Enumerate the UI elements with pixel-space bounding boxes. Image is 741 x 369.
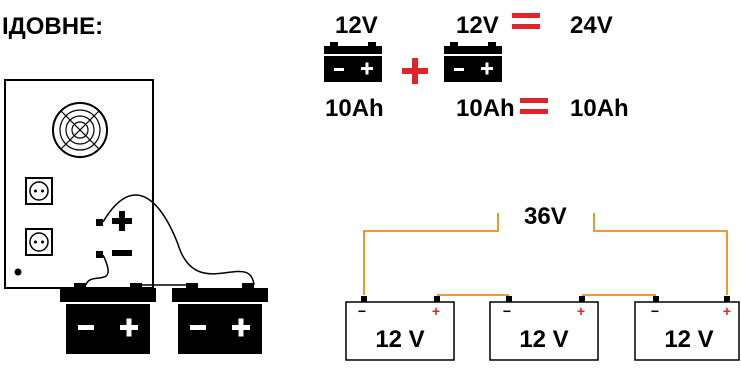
inverter-plus-terminal xyxy=(96,219,103,226)
voltage-b-label: 12V xyxy=(456,12,499,39)
inverter-plus-sign xyxy=(112,211,132,231)
battery-minus-label: − xyxy=(358,303,366,319)
equals-sign-capacity xyxy=(520,98,548,114)
chain-battery-3: − + 12 V xyxy=(634,296,740,361)
battery-plus-label: + xyxy=(577,303,585,319)
chain-total-voltage: 36V xyxy=(524,203,567,230)
battery-minus-label: − xyxy=(503,303,511,319)
battery-plus-label: + xyxy=(432,303,440,319)
battery-voltage-label: 12 V xyxy=(375,326,424,353)
battery-icon xyxy=(324,42,382,82)
battery-icon xyxy=(172,283,268,354)
inverter-minus-terminal xyxy=(96,251,103,258)
chain-wires xyxy=(363,213,728,296)
battery-voltage-label: 12 V xyxy=(519,326,568,353)
chain-battery-1: − + 12 V xyxy=(345,296,455,361)
voltage-sum-label: 24V xyxy=(570,12,613,39)
power-indicator xyxy=(14,268,22,276)
socket-icon xyxy=(25,177,53,205)
capacity-result-label: 10Ah xyxy=(570,95,629,122)
battery-minus-label: − xyxy=(651,303,659,319)
chain-battery-2: − + 12 V xyxy=(489,296,599,361)
battery-plus-label: + xyxy=(723,303,731,319)
plus-sign-icon xyxy=(402,58,428,84)
socket-icon xyxy=(25,228,53,256)
section-heading: ІДОВНЕ: xyxy=(2,13,103,40)
fan-icon xyxy=(52,102,108,158)
battery-voltage-label: 12 V xyxy=(664,326,713,353)
battery-icon xyxy=(60,283,156,354)
inverter-wires xyxy=(85,194,255,286)
equals-sign-voltage xyxy=(512,13,540,29)
voltage-a-label: 12V xyxy=(335,12,378,39)
inverter-minus-sign xyxy=(112,250,132,256)
capacity-a-label: 10Ah xyxy=(325,95,384,122)
battery-icon xyxy=(444,42,502,82)
capacity-b-label: 10Ah xyxy=(456,95,515,122)
inverter-unit xyxy=(4,79,154,289)
